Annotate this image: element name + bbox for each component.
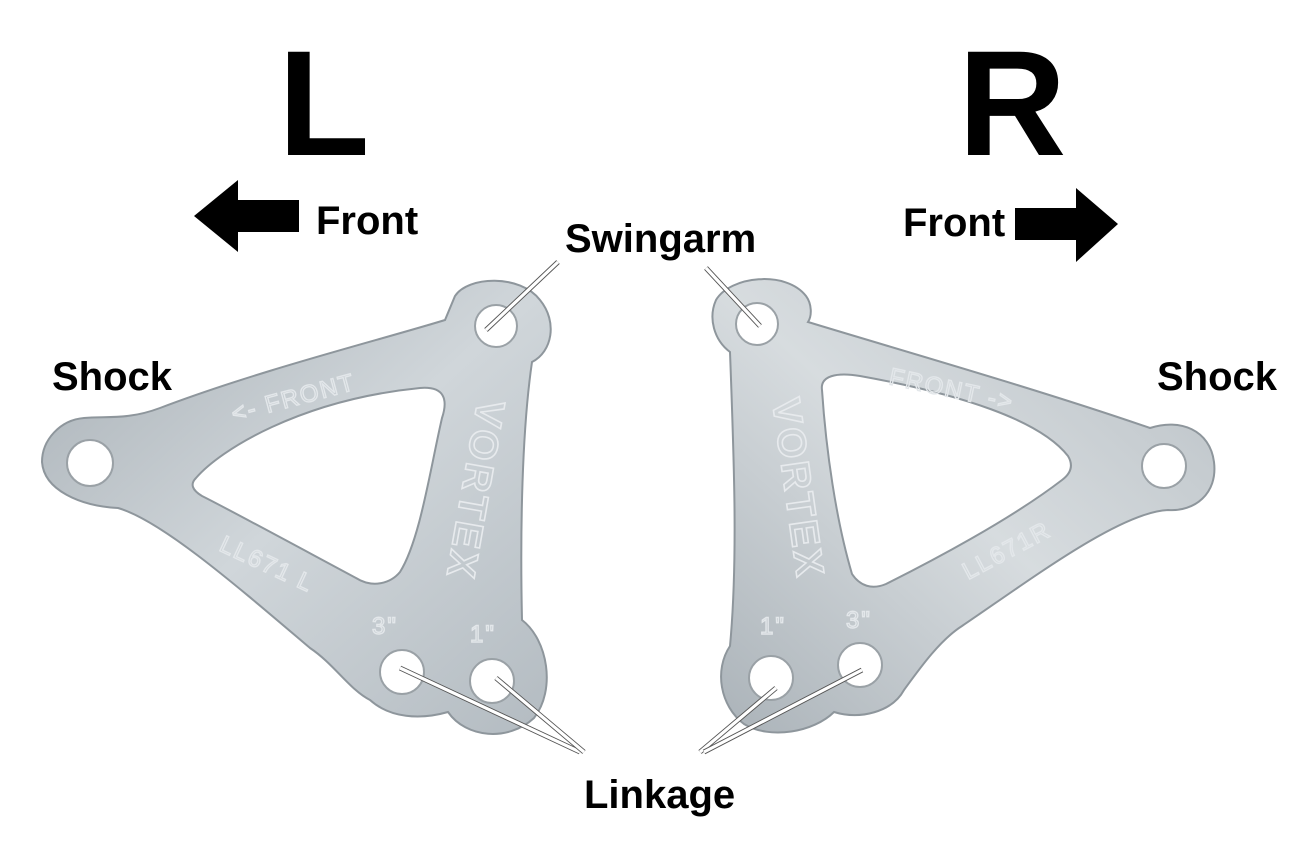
left-linkage-hole-3 bbox=[379, 649, 425, 695]
right-shock-label: Shock bbox=[1157, 355, 1278, 399]
left-lowering-link-plate: <- FRONT LL671 L 3" 1" VORTEX bbox=[40, 279, 552, 735]
left-linkage-hole-1 bbox=[469, 658, 515, 704]
right-hole-mark-3: 3" bbox=[846, 607, 872, 634]
right-hole-mark-1: 1" bbox=[760, 613, 786, 640]
left-swingarm-hole bbox=[474, 304, 518, 348]
right-lowering-link-plate: FRONT -> LL671R 1" 3" VORTEX bbox=[711, 278, 1216, 734]
left-hole-mark-1: 1" bbox=[470, 621, 496, 648]
right-front-arrow-icon bbox=[1015, 188, 1118, 262]
leader-lines bbox=[398, 260, 864, 755]
right-front-label: Front bbox=[903, 201, 1005, 245]
left-shock-hole bbox=[66, 439, 114, 487]
left-side-letter: L bbox=[278, 19, 370, 187]
linkage-label: Linkage bbox=[584, 773, 735, 817]
right-side-letter: R bbox=[958, 19, 1066, 187]
left-front-arrow-icon bbox=[194, 180, 299, 252]
left-hole-mark-3: 3" bbox=[372, 613, 398, 640]
left-front-label: Front bbox=[316, 199, 418, 243]
left-shock-label: Shock bbox=[52, 355, 173, 399]
right-linkage-hole-1 bbox=[748, 655, 794, 701]
swingarm-label: Swingarm bbox=[565, 217, 756, 261]
right-shock-hole bbox=[1141, 443, 1187, 489]
